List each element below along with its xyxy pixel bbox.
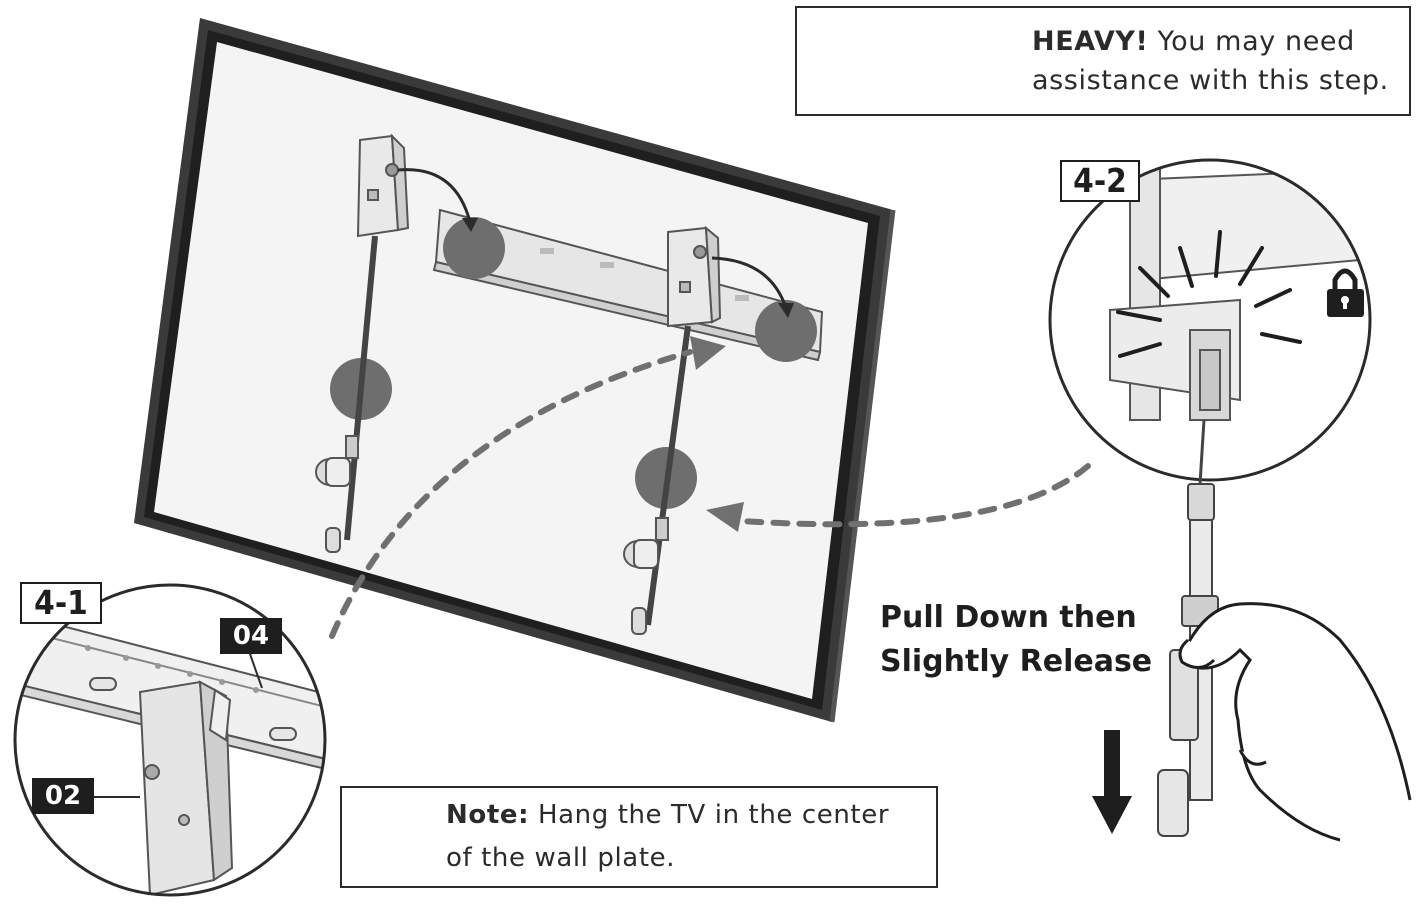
hand-illustration xyxy=(1178,602,1412,842)
step-tag-4-1: 4-1 xyxy=(20,582,102,624)
right-bracket xyxy=(623,225,722,635)
dashed-arrows xyxy=(329,349,1091,639)
pull-instruction-line1: Pull Down then xyxy=(880,600,1137,635)
release-strap xyxy=(1157,419,1219,837)
dashed-arrow-head-left xyxy=(706,502,744,532)
pull-instruction: Pull Down then Slightly Release xyxy=(880,596,1170,684)
part-tag-02: 02 xyxy=(32,778,94,814)
note-box xyxy=(340,786,938,888)
note-line1-rest: Hang the TV in the center xyxy=(529,800,890,830)
note-line1: Note: Hang the TV in the center xyxy=(446,794,926,837)
pull-instruction-line2: Slightly Release xyxy=(880,644,1153,679)
step-tag-4-2: 4-2 xyxy=(1060,160,1140,202)
note-line2: of the wall plate. xyxy=(446,843,676,873)
note-emphasis: Note: xyxy=(446,800,530,830)
click-lines xyxy=(1116,230,1302,358)
heavy-warning-line1: HEAVY! You may need xyxy=(1032,22,1407,61)
heavy-warning-text: HEAVY! You may need assistance with this… xyxy=(1032,22,1407,100)
hang-arrows xyxy=(397,168,794,318)
detail-circle-4-2 xyxy=(1048,158,1372,482)
heavy-line1-rest: You may need xyxy=(1148,26,1355,57)
part-04-leader xyxy=(249,653,263,689)
lock-icon xyxy=(1327,268,1364,317)
note-text: Note: Hang the TV in the center of the w… xyxy=(446,794,926,880)
detail-circle-4-1 xyxy=(13,583,327,897)
down-arrow-icon xyxy=(1092,730,1132,834)
heavy-warning-line2: assistance with this step. xyxy=(1032,65,1389,96)
heavy-emphasis: HEAVY! xyxy=(1032,26,1149,57)
heavy-warning-box xyxy=(795,6,1411,116)
left-bracket xyxy=(315,133,410,553)
part-tag-04: 04 xyxy=(220,618,282,654)
dashed-arrow-head-up xyxy=(690,336,726,370)
